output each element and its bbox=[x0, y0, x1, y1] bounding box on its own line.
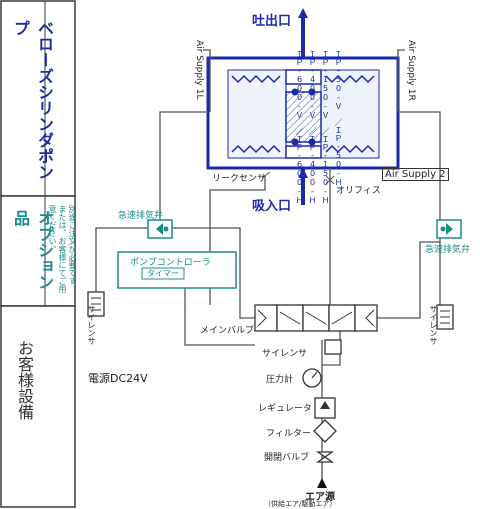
regulator bbox=[314, 397, 336, 419]
filter bbox=[313, 419, 337, 443]
air-supply-2-label: Air Supply 2 bbox=[382, 168, 449, 181]
quick-exhaust-right-label: 急速排気弁 bbox=[425, 245, 471, 255]
air-source-sub-label: （供給エア/駆動エア） bbox=[264, 500, 337, 508]
silencer-left bbox=[87, 291, 105, 317]
air-source-label: エア源 bbox=[305, 492, 335, 503]
silencer-left-label: サイレンサ bbox=[87, 305, 96, 345]
pressure-gauge-label: 圧力計 bbox=[266, 375, 294, 385]
open-close-valve bbox=[315, 451, 335, 463]
silencer-bottom-label: サイレンサ bbox=[262, 349, 308, 359]
pump-models: ＩＰ-50-Ｖ ／ＩＰ-50-Ｈ ＩＰ-150-Ｖ ／ＩＰ-150-Ｈ ＩＰ-4… bbox=[30, 50, 344, 204]
outlet-label: 吐出口 bbox=[252, 14, 292, 29]
open-close-valve-label: 開閉バルブ bbox=[264, 453, 310, 463]
regulator-label: レギュレータ bbox=[258, 404, 312, 414]
silencer-right bbox=[436, 304, 454, 330]
bellows-pump bbox=[206, 8, 400, 205]
air-supply-1l-label: Air Supply 1L bbox=[194, 40, 204, 100]
quick-exhaust-valve-left bbox=[147, 219, 173, 239]
filter-label: フィルター bbox=[266, 429, 311, 439]
pump-controller-label: ポンプコントローラ bbox=[130, 258, 211, 268]
pump-model-4: ＩＰ-600-Ｖ ／ＩＰ-600-Ｈ bbox=[295, 50, 304, 204]
option-panel-note: 別途ご注文が必要です。または、お客様にてご用意ください。 bbox=[48, 205, 77, 293]
orifice-mark bbox=[325, 175, 335, 185]
quick-exhaust-valve-right bbox=[436, 219, 462, 239]
pump-panel bbox=[0, 0, 76, 197]
silencer-bottom bbox=[324, 339, 342, 355]
customer-panel bbox=[0, 305, 76, 508]
leak-sensor-mark bbox=[261, 171, 271, 179]
option-panel bbox=[0, 195, 76, 307]
air-lines bbox=[95, 49, 450, 485]
silencer-right-label: サイレンサ bbox=[429, 305, 438, 345]
pump-model-1: ＩＰ-50-Ｖ ／ＩＰ-50-Ｈ bbox=[334, 50, 343, 186]
inlet-label: 吸入口 bbox=[252, 199, 292, 214]
customer-panel-title: お客様設備 bbox=[15, 340, 34, 420]
pump-model-3: ＩＰ-400-Ｖ ／ＩＰ-400-Ｈ bbox=[308, 50, 317, 204]
option-panel-title: オプション品 bbox=[11, 210, 54, 290]
orifice-label: オリフィス bbox=[336, 186, 381, 196]
pump-model-2: ＩＰ-150-Ｖ ／ＩＰ-150-Ｈ bbox=[321, 50, 330, 204]
air-supply-1r-label: Air Supply 1R bbox=[406, 40, 416, 101]
power-label: 電源DC24V bbox=[88, 372, 148, 385]
pump-controller-box bbox=[117, 251, 237, 289]
pressure-gauge bbox=[302, 368, 322, 388]
air-source-arrow bbox=[317, 478, 327, 488]
pump-panel-title: ベローズシリンダポンプ bbox=[11, 20, 54, 180]
main-valve bbox=[254, 304, 378, 332]
quick-exhaust-left-label: 急速排気弁 bbox=[118, 211, 164, 221]
leak-sensor-label: リークセンサ bbox=[212, 174, 267, 184]
timer-label: タイマー bbox=[147, 269, 179, 278]
main-valve-label: メインバルブ bbox=[200, 326, 255, 336]
